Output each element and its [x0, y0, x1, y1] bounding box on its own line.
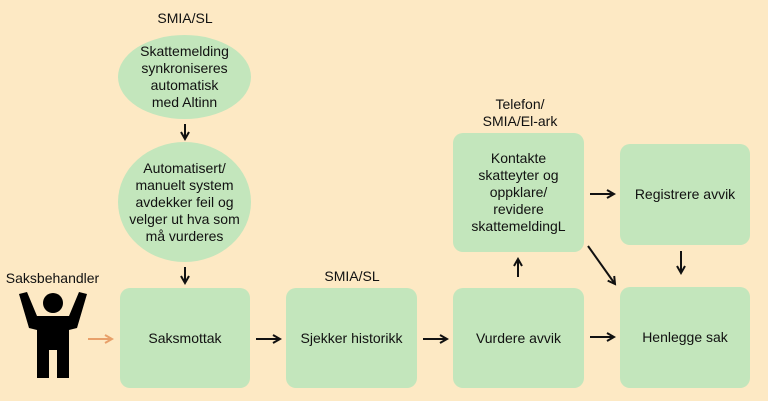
node-saksmottak: Saksmottak — [120, 288, 250, 388]
node-kontakte: Kontakte skatteyter og oppklare/ revider… — [453, 133, 584, 252]
node-henlegge-sak: Henlegge sak — [620, 287, 750, 388]
label-telefon-smia-el-ark: Telefon/ SMIA/El-ark — [482, 96, 558, 129]
label-smia-top: SMIA/SL — [157, 10, 213, 26]
person-icon — [19, 292, 87, 378]
node-vurdere-avvik: Vurdere avvik — [453, 288, 584, 388]
arrow-kontakte-to-henlegge — [587, 245, 615, 284]
node-skattemelding: Skattemelding synkroniseres automatisk m… — [118, 35, 251, 119]
node-sjekker-historikk: Sjekker historikk — [286, 288, 417, 388]
node-automatisert: Automatisert/ manuelt system avdekker fe… — [118, 142, 251, 262]
label-smia-mid: SMIA/SL — [324, 268, 380, 284]
label-saksbehandler: Saksbehandler — [5, 270, 100, 286]
node-registrere-avvik: Registrere avvik — [620, 144, 750, 245]
